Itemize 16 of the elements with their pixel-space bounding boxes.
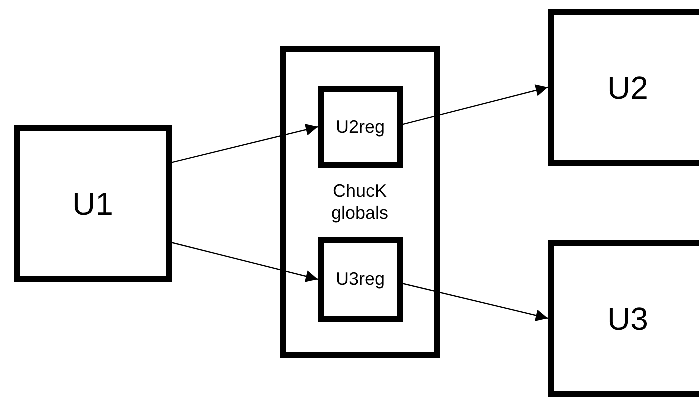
box-label: U2 <box>608 68 648 108</box>
box-label: U3reg <box>336 268 386 291</box>
group-box <box>280 46 440 358</box>
unit-box <box>14 125 172 282</box>
unit-box <box>548 9 699 166</box>
arrow <box>172 242 318 282</box>
arrow <box>402 84 548 126</box>
arrow <box>172 124 318 164</box>
box-label: U2reg <box>336 116 386 139</box>
box-label: U1 <box>72 184 114 224</box>
box-label: U3 <box>608 300 648 338</box>
arrow <box>402 283 548 322</box>
box-label: ChucK globals <box>330 180 390 224</box>
unit-box <box>318 237 403 322</box>
unit-box <box>548 240 699 397</box>
unit-box <box>318 86 403 168</box>
